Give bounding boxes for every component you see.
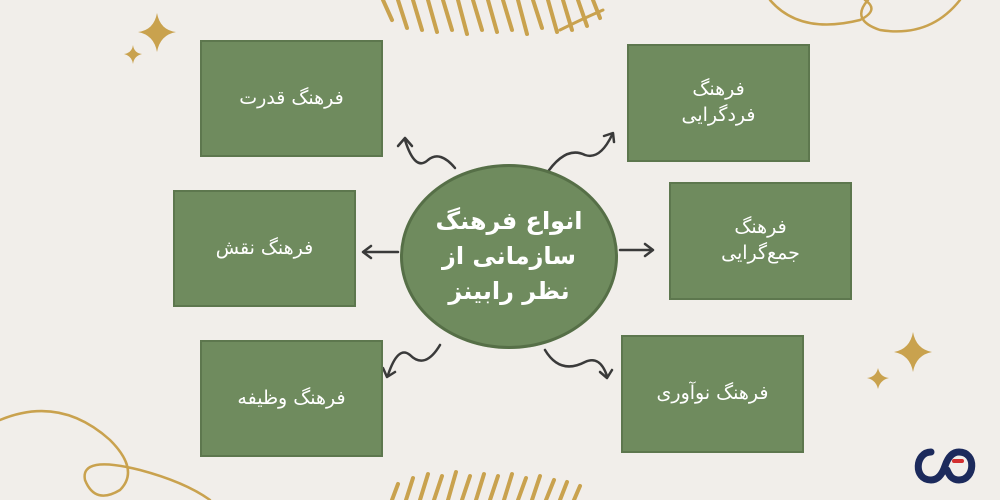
arrow-icon [361, 131, 655, 380]
box-role-culture: فرهنگ نقش [173, 190, 356, 307]
top-hatch-decoration [381, 0, 605, 36]
box-individualism-culture: فرهنگ فردگرایی [627, 44, 810, 162]
box-innovation-culture: فرهنگ نوآوری [621, 335, 804, 453]
bottom-hatch-decoration [390, 470, 582, 500]
swirl-bottom-left-decoration [0, 409, 212, 500]
sparkle-icon [124, 13, 932, 389]
center-title-circle: انواع فرهنگ سازمانی از نظر رابینز [400, 164, 618, 349]
brand-logo-icon [914, 448, 976, 484]
swirl-top-right-decoration [768, 0, 962, 33]
box-collectivism-culture: فرهنگ جمع‌گرایی [669, 182, 852, 300]
box-task-culture: فرهنگ وظیفه [200, 340, 383, 457]
box-power-culture: فرهنگ قدرت [200, 40, 383, 157]
